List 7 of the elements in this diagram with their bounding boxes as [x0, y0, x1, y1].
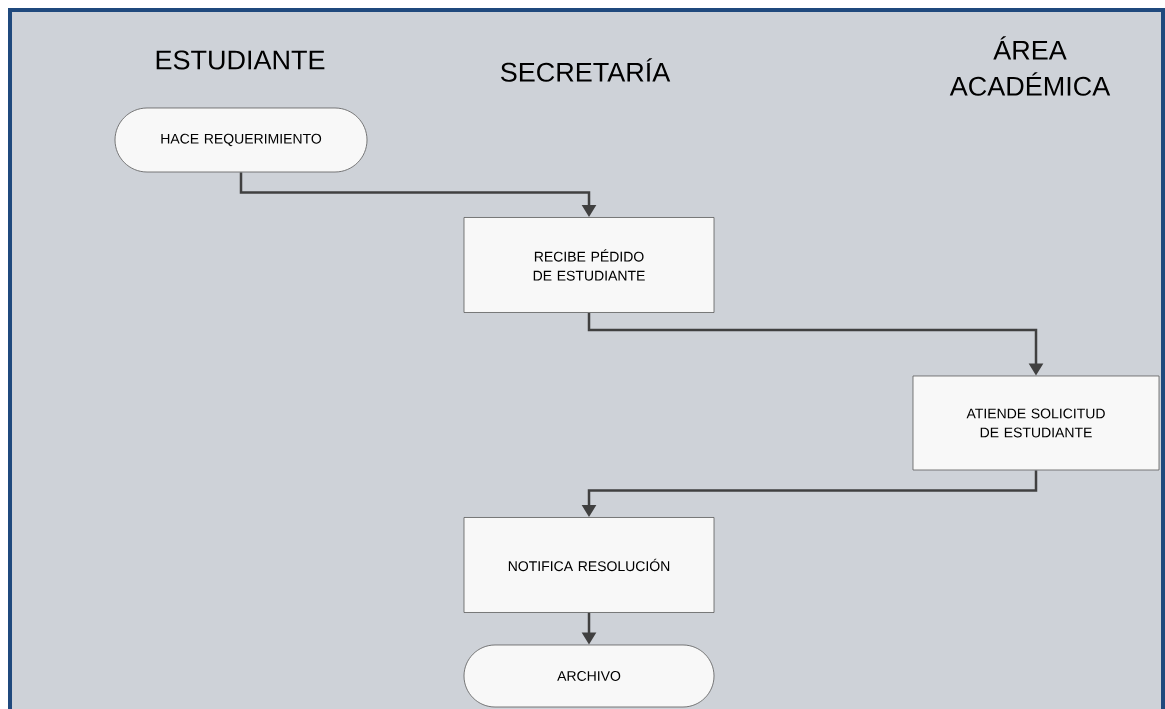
- terminal-oval: ARCHIVO: [463, 644, 715, 708]
- lane-heading: SECRETARÍA: [500, 58, 671, 82]
- process-box: ATIENDE SOLICITUD DE ESTUDIANTE: [912, 375, 1160, 471]
- process-box: RECIBE PÉDIDO DE ESTUDIANTE: [463, 217, 715, 313]
- process-box: NOTIFICA RESOLUCIÓN: [463, 517, 715, 613]
- lane-heading: ESTUDIANTE: [156, 50, 325, 70]
- lane-heading: ÁREA ACADÉMICA: [949, 36, 1111, 96]
